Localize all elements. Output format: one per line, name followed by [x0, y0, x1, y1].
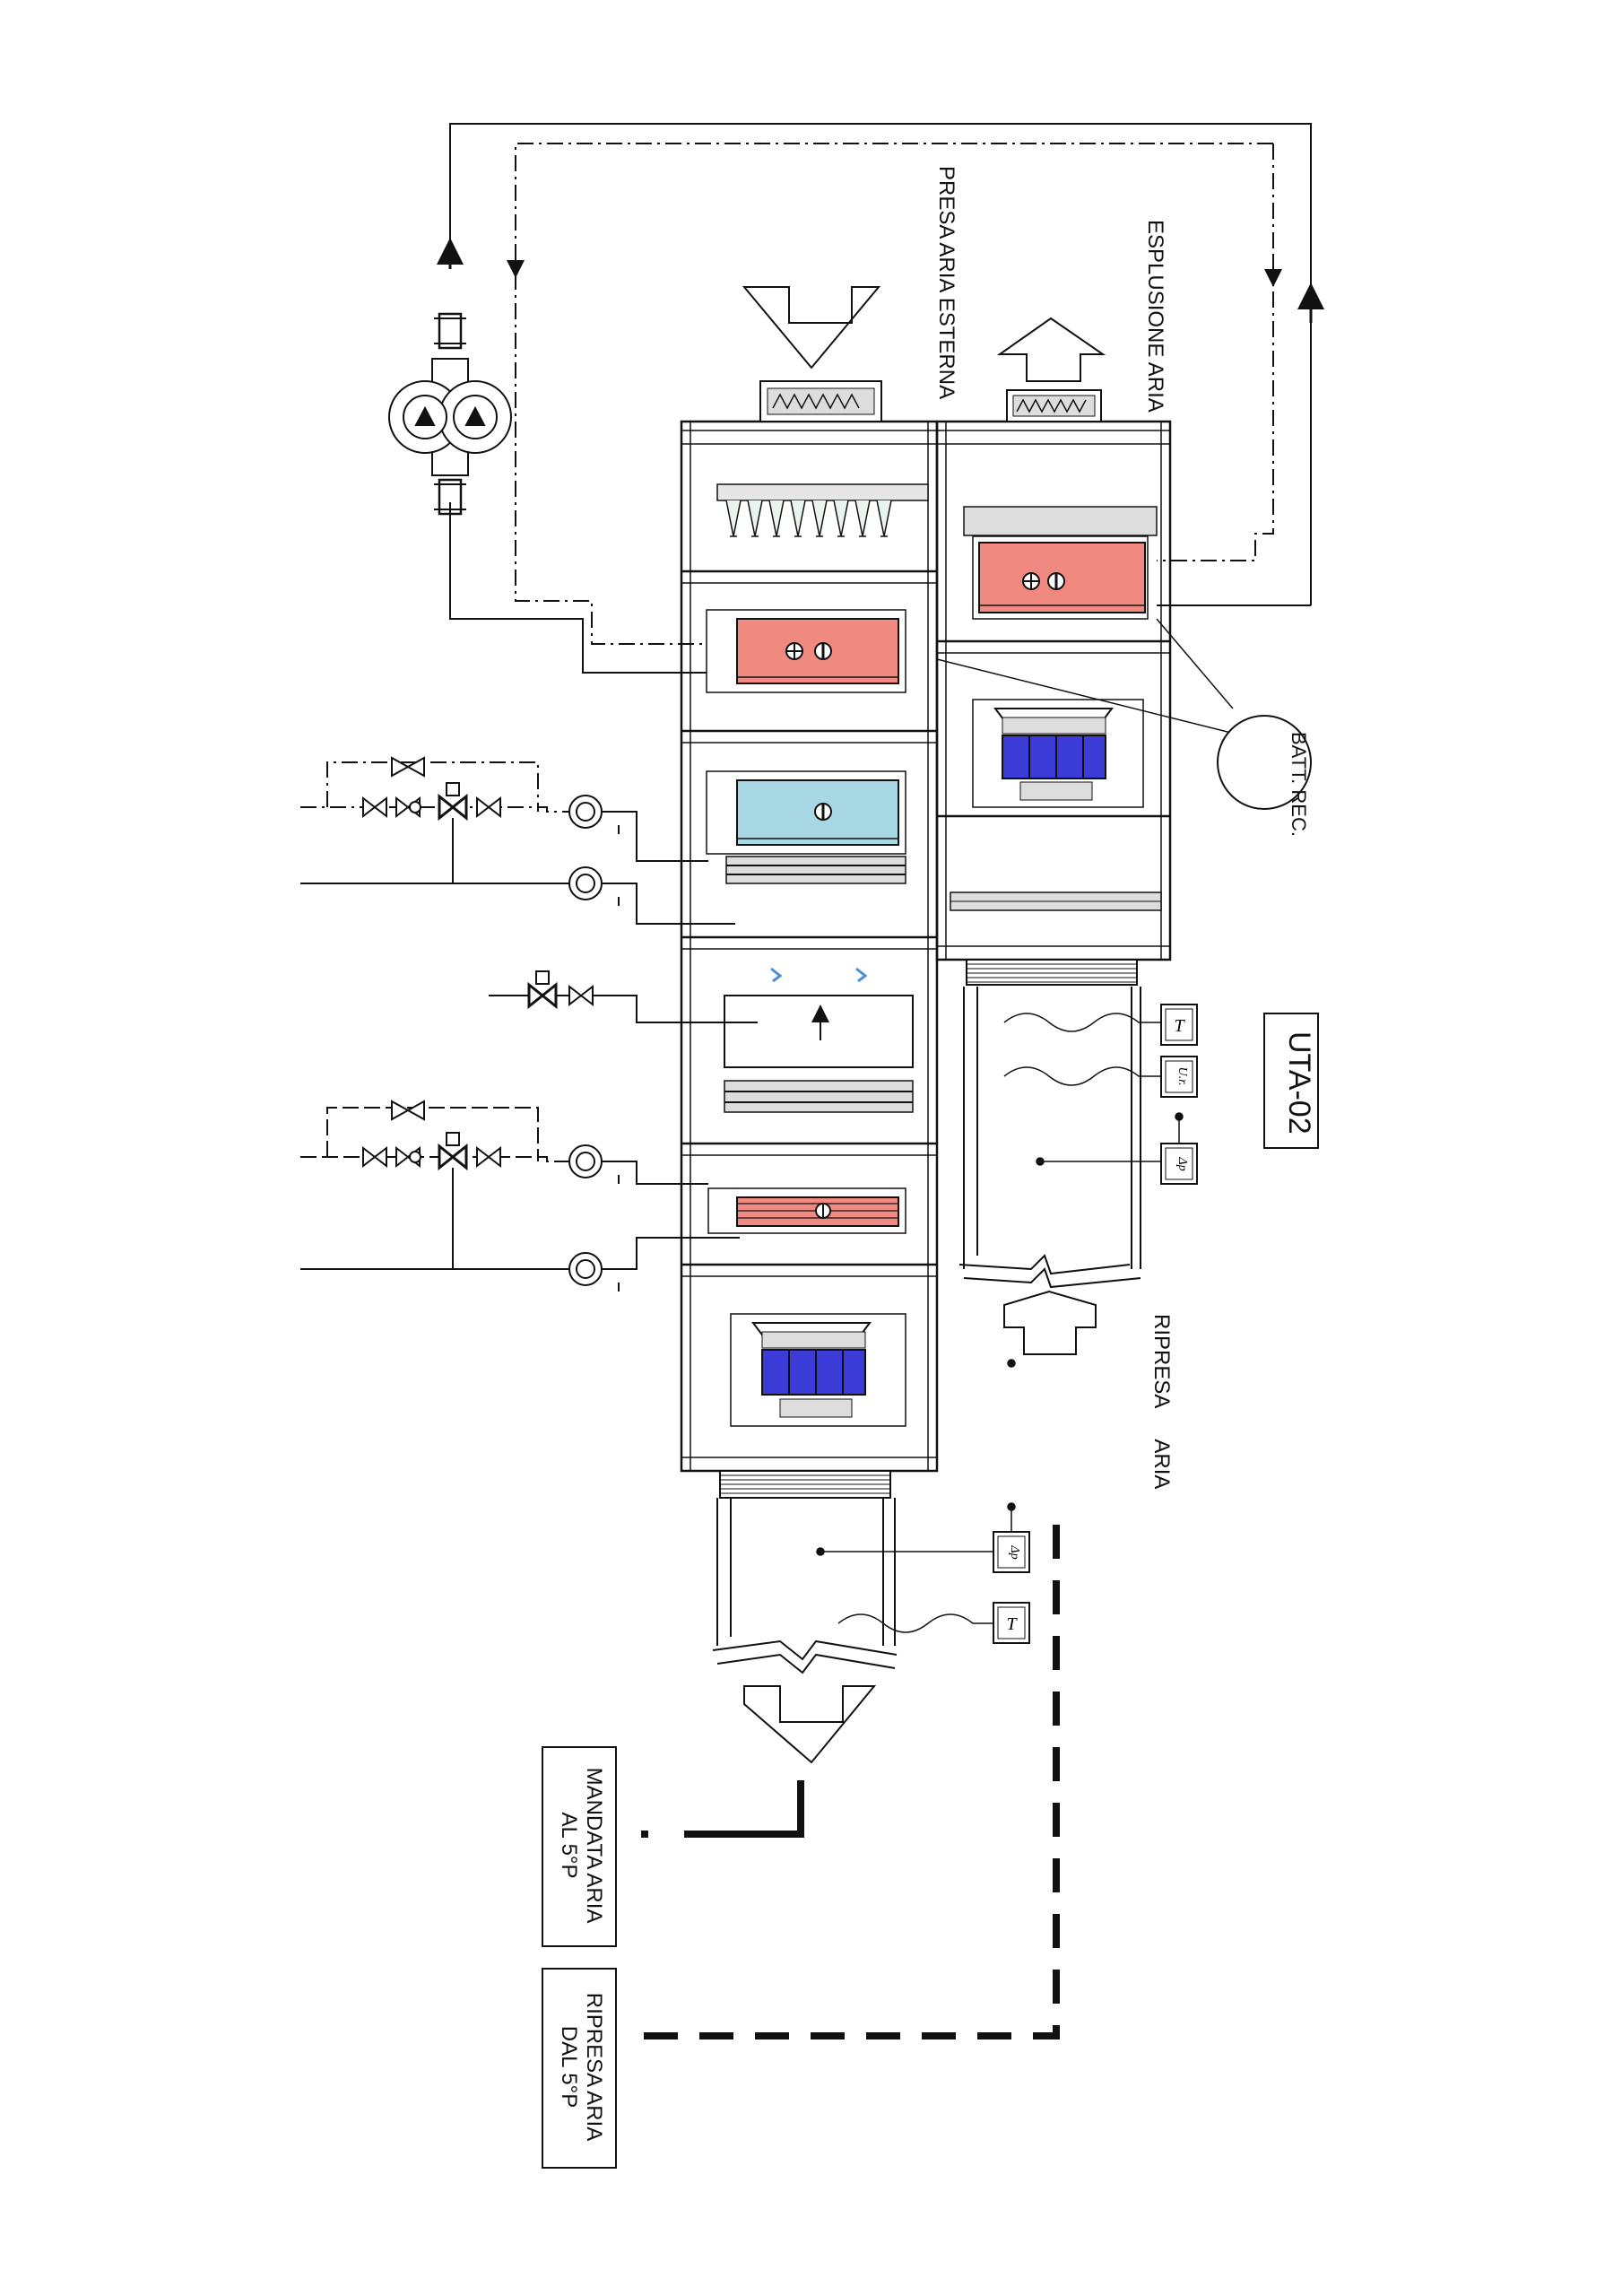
temp-sensor-label: T — [1174, 1016, 1185, 1036]
humidifier — [724, 967, 914, 1113]
bag-filter — [716, 483, 929, 537]
sensor-leaders — [816, 1013, 1184, 1633]
supply-floor-line1: MANDATA ARIA — [582, 1767, 606, 1924]
recovery-coil-supply — [706, 609, 906, 693]
intake-damper — [759, 380, 882, 422]
exhaust-arrow-icon — [996, 317, 1106, 382]
recovery-coil-tag — [1217, 715, 1312, 810]
supply-floor-box — [542, 1746, 617, 1947]
exhaust-prefilter — [950, 891, 1162, 911]
sensor-box-temp-return: T — [1160, 1004, 1198, 1046]
intake-arrow-icon — [742, 286, 881, 370]
return-duct — [958, 959, 1141, 1355]
sensor-box-pressure-return: Δp — [1160, 1143, 1198, 1185]
reheat-coil — [707, 1187, 906, 1234]
recovery-coil-exhaust — [963, 506, 1158, 620]
cooling-valve-manifold — [300, 756, 735, 925]
supply-fan — [730, 1313, 906, 1427]
cooling-coil — [706, 770, 906, 884]
humidifier-valve — [489, 970, 758, 1023]
supply-floor-line2: AL 5°P — [557, 1812, 581, 1879]
exhaust-damper — [1006, 389, 1102, 422]
sensor-box-temp-supply: T — [993, 1602, 1030, 1644]
pressure-sensor-label: Δp — [1175, 1156, 1189, 1170]
sensor-box-humidity-return: U.r. — [1160, 1056, 1198, 1098]
exhaust-fan — [972, 699, 1144, 808]
return-floor-line1: RIPRESA ARIA — [582, 1992, 606, 2142]
temp-sensor-label: T — [1006, 1614, 1018, 1634]
unit-tag-box — [1263, 1013, 1319, 1149]
floor-duct-lines — [641, 1525, 1060, 2039]
recovery-loop-piping — [437, 123, 1324, 674]
return-floor-line2: DAL 5°P — [557, 2025, 581, 2109]
supply-duct — [712, 1470, 898, 1764]
recovery-leader-lines — [936, 618, 1243, 736]
twin-pump-icon — [388, 312, 512, 516]
exhaust-ahu-casing — [935, 420, 1172, 961]
supply-arrow-icon — [743, 1685, 877, 1764]
reheat-valve-manifold — [300, 1100, 740, 1292]
return-floor-box — [542, 1968, 617, 2169]
pressure-sensor-label: Δp — [1008, 1544, 1021, 1559]
humidity-sensor-label: U.r. — [1175, 1066, 1189, 1085]
sensor-box-pressure-supply: Δp — [993, 1531, 1030, 1573]
